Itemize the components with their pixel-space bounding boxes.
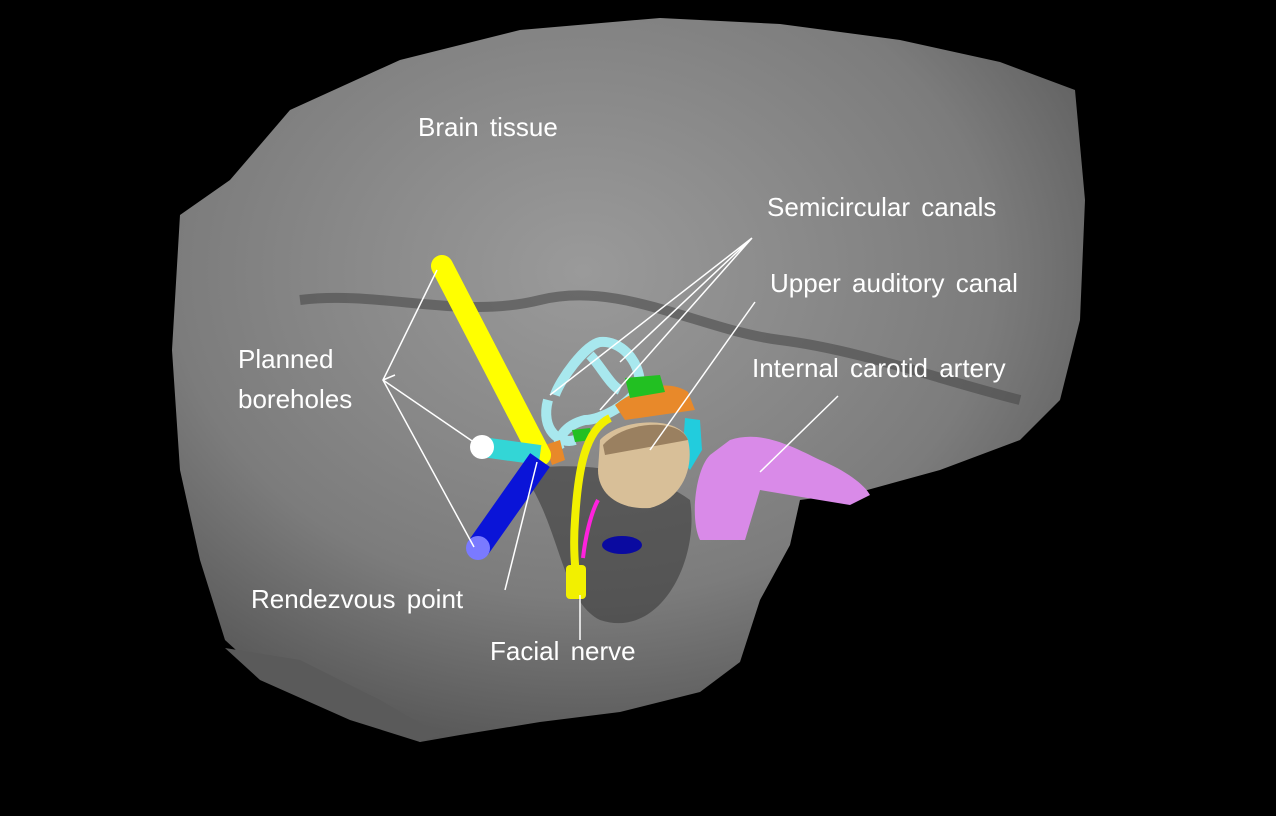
internal-carotid-artery (694, 436, 870, 540)
magenta-structure (581, 499, 600, 559)
label-planned-boreholes-2: boreholes (238, 384, 353, 414)
facial-nerve-end (566, 565, 586, 599)
label-facial-nerve: Facial nerve (490, 636, 636, 666)
leader-lines (382, 237, 839, 640)
label-internal-carotid-artery: Internal carotid artery (752, 353, 1006, 383)
label-rendezvous-point: Rendezvous point (251, 584, 464, 614)
navy-structure (602, 536, 642, 554)
borehole-cyan-end (470, 435, 494, 459)
brain-lower-fragment (225, 648, 440, 742)
label-upper-auditory-canal: Upper auditory canal (770, 268, 1018, 298)
borehole-yellow (431, 255, 551, 466)
green-structure (572, 375, 665, 442)
label-brain-tissue: Brain tissue (418, 112, 558, 142)
auditory-canal-top (603, 424, 688, 455)
label-semicircular-canals: Semicircular canals (767, 192, 997, 222)
label-planned-boreholes-1: Planned (238, 344, 334, 374)
borehole-blue (468, 453, 550, 555)
